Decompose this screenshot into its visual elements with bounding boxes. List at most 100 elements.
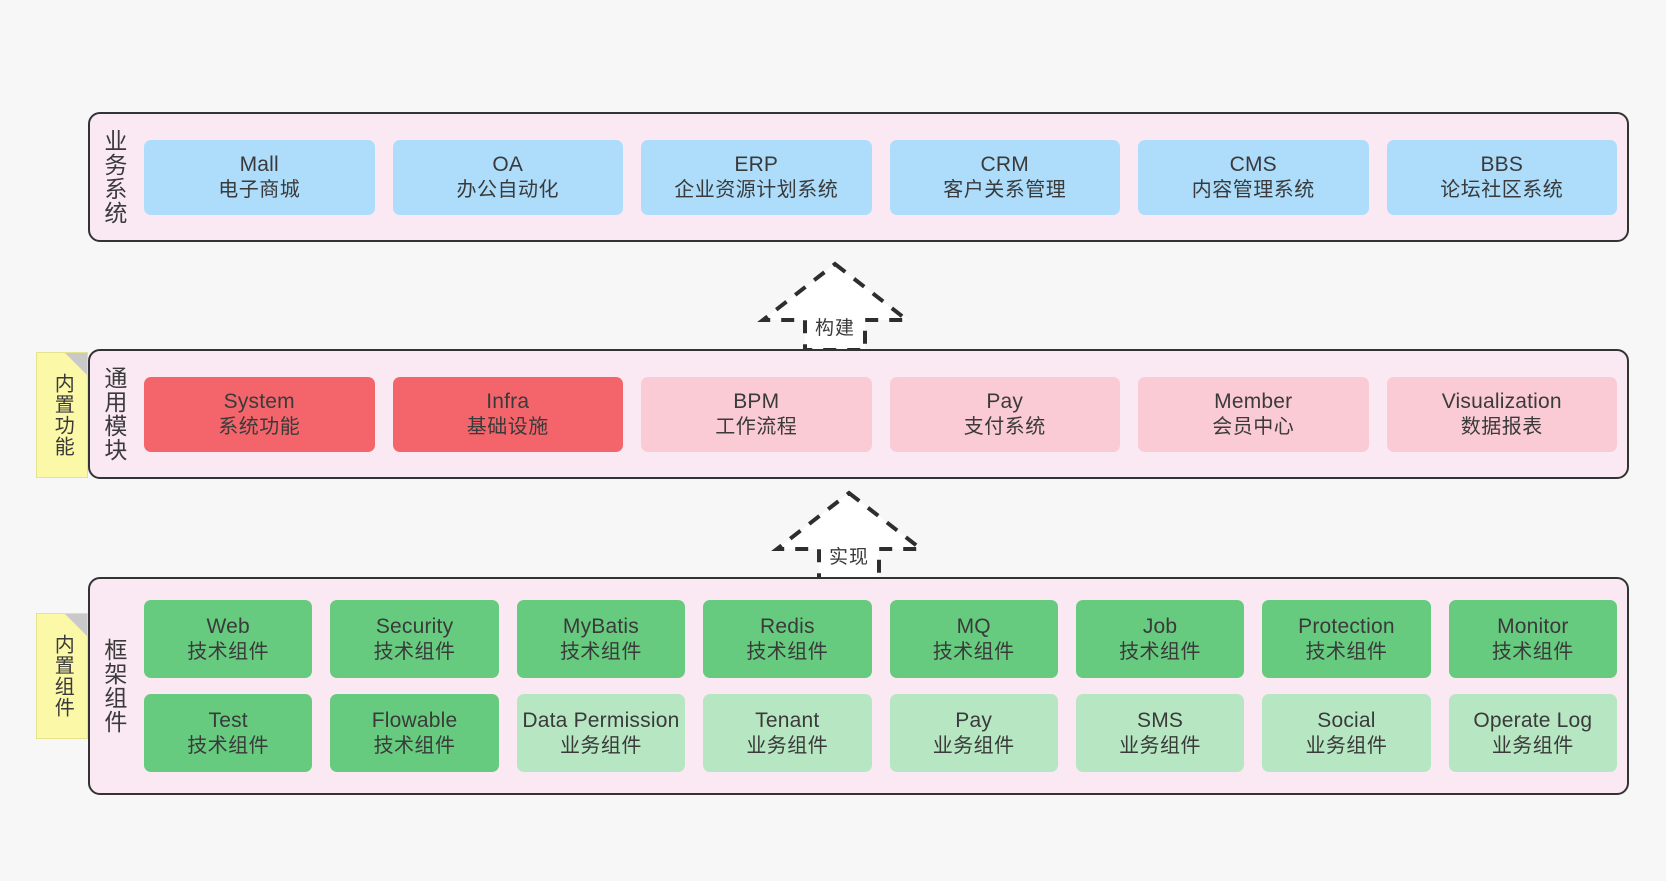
module-title: BPM [733,390,780,413]
module-subtitle: 技术组件 [559,640,642,663]
module-title: BBS [1480,153,1524,176]
module-card-flowable[interactable]: Flowable 技术组件 [330,694,499,772]
module-card-test[interactable]: Test 技术组件 [144,694,313,772]
module-title: Tenant [755,709,820,732]
note-builtin-components: 内置组件 [36,613,88,739]
module-card-operate-log[interactable]: Operate Log 业务组件 [1448,694,1617,772]
module-subtitle: 业务组件 [559,734,642,757]
module-card-security[interactable]: Security 技术组件 [330,600,499,678]
module-title: MQ [956,615,991,638]
module-title: System [223,390,295,413]
module-title: MyBatis [562,615,639,638]
module-subtitle: 论坛社区系统 [1440,178,1564,201]
module-title: Flowable [371,709,458,732]
module-card-data-permission[interactable]: Data Permission 业务组件 [516,694,686,772]
module-card-infra[interactable]: Infra 基础设施 [392,376,623,452]
module-card-erp[interactable]: ERP 企业资源计划系统 [641,139,872,215]
module-subtitle: 会员中心 [1212,415,1295,438]
module-title: Security [375,615,454,638]
module-title: Redis [759,615,815,638]
layer-body-business-systems: Mall 电子商城 OA 办公自动化 ERP 企业资源计划系统 CRM 客户关系… [136,114,1627,240]
module-title: Infra [486,390,530,413]
module-subtitle: 基础设施 [466,415,549,438]
module-card-redis[interactable]: Redis 技术组件 [703,600,872,678]
module-title: Test [208,709,248,732]
module-subtitle: 技术组件 [1305,640,1388,663]
module-title: Visualization [1441,390,1562,413]
module-subtitle: 技术组件 [373,734,456,757]
module-card-system[interactable]: System 系统功能 [144,376,375,452]
layer-common-modules: 通用模块 System 系统功能 Infra 基础设施 BPM 工作流程 Pay… [88,349,1629,479]
module-card-tenant[interactable]: Tenant 业务组件 [703,694,872,772]
module-card-member[interactable]: Member 会员中心 [1138,376,1369,452]
module-subtitle: 业务组件 [932,734,1015,757]
connector-implement-arrow: 实现 [771,487,927,583]
module-card-sms[interactable]: SMS 业务组件 [1075,694,1245,772]
module-row: Web 技术组件 Security 技术组件 MyBatis 技术组件 Redi… [144,600,1617,678]
layer-body-framework-components: Web 技术组件 Security 技术组件 MyBatis 技术组件 Redi… [136,579,1627,793]
module-subtitle: 电子商城 [218,178,301,201]
note-builtin-features: 内置功能 [36,352,88,478]
module-row: System 系统功能 Infra 基础设施 BPM 工作流程 Pay 支付系统… [144,376,1617,452]
module-title: CMS [1229,153,1277,176]
module-card-social[interactable]: Social 业务组件 [1262,694,1431,772]
module-title: Operate Log [1473,709,1593,732]
module-card-pay-business[interactable]: Pay 业务组件 [889,694,1058,772]
connector-label-build: 构建 [814,318,855,339]
module-subtitle: 技术组件 [373,640,456,663]
connector-label-implement: 实现 [828,547,869,568]
module-card-bpm[interactable]: BPM 工作流程 [641,376,872,452]
module-title: Pay [955,709,993,732]
module-title: Mall [239,153,279,176]
module-row: Mall 电子商城 OA 办公自动化 ERP 企业资源计划系统 CRM 客户关系… [144,139,1617,215]
layer-business-systems: 业务系统 Mall 电子商城 OA 办公自动化 ERP 企业资源计划系统 CRM… [88,112,1629,242]
module-subtitle: 业务组件 [1305,734,1388,757]
module-card-monitor[interactable]: Monitor 技术组件 [1448,600,1617,678]
module-card-pay[interactable]: Pay 支付系统 [889,376,1120,452]
module-title: Pay [986,390,1024,413]
module-card-mybatis[interactable]: MyBatis 技术组件 [516,600,686,678]
connector-build-arrow: 构建 [757,258,913,354]
module-subtitle: 内容管理系统 [1191,178,1315,201]
module-subtitle: 技术组件 [1491,640,1574,663]
module-subtitle: 技术组件 [1119,640,1202,663]
module-subtitle: 业务组件 [1119,734,1202,757]
module-subtitle: 数据报表 [1460,415,1543,438]
module-subtitle: 工作流程 [715,415,798,438]
module-title: ERP [734,153,779,176]
module-title: Member [1214,390,1293,413]
module-subtitle: 技术组件 [932,640,1015,663]
note-text: 内置组件 [51,634,74,718]
module-title: SMS [1137,709,1184,732]
module-card-web[interactable]: Web 技术组件 [144,600,313,678]
layer-body-common-modules: System 系统功能 Infra 基础设施 BPM 工作流程 Pay 支付系统… [136,351,1627,477]
module-title: Data Permission [522,709,680,732]
module-title: OA [492,153,524,176]
module-row: Test 技术组件 Flowable 技术组件 Data Permission … [144,694,1617,772]
module-card-crm[interactable]: CRM 客户关系管理 [889,139,1120,215]
note-text: 内置功能 [51,373,74,457]
layer-label-business-systems: 业务系统 [100,129,127,225]
module-subtitle: 技术组件 [187,734,270,757]
module-card-bbs[interactable]: BBS 论坛社区系统 [1386,139,1617,215]
module-title: Job [1142,615,1178,638]
module-card-protection[interactable]: Protection 技术组件 [1262,600,1431,678]
module-title: Social [1317,709,1376,732]
module-subtitle: 系统功能 [218,415,301,438]
module-subtitle: 客户关系管理 [943,178,1067,201]
module-title: Protection [1298,615,1395,638]
module-title: CRM [980,153,1029,176]
module-subtitle: 技术组件 [187,640,270,663]
module-card-job[interactable]: Job 技术组件 [1075,600,1245,678]
layer-framework-components: 框架组件 Web 技术组件 Security 技术组件 MyBatis 技术组件… [88,577,1629,795]
layer-label-framework-components: 框架组件 [100,638,127,734]
layer-label-common-modules: 通用模块 [100,366,127,462]
module-title: Monitor [1497,615,1569,638]
module-subtitle: 支付系统 [963,415,1046,438]
module-card-mall[interactable]: Mall 电子商城 [144,139,375,215]
module-card-visualization[interactable]: Visualization 数据报表 [1386,376,1617,452]
module-card-mq[interactable]: MQ 技术组件 [889,600,1058,678]
module-card-cms[interactable]: CMS 内容管理系统 [1138,139,1369,215]
module-card-oa[interactable]: OA 办公自动化 [392,139,623,215]
